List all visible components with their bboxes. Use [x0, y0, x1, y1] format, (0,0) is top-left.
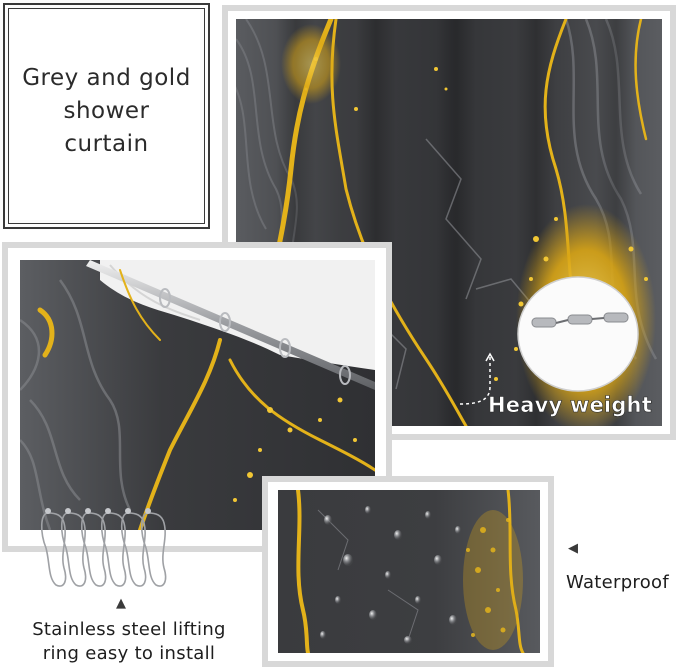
heavy-weight-label: Heavy weight: [488, 393, 652, 418]
rings-caption-line-1: Stainless steel lifting: [32, 619, 226, 640]
title-line-2: shower: [63, 98, 150, 124]
waterproof-label: Waterproof: [566, 572, 670, 593]
triangle-left-icon: ◀: [568, 541, 578, 556]
rings-caption-line-2: ring easy to install: [42, 643, 216, 664]
waterproof-curtain-image: [278, 490, 540, 653]
rings-illustration: [38, 503, 178, 593]
rings-caption: Stainless steel lifting ring easy to ins…: [14, 618, 244, 666]
triangle-up-icon: ▲: [116, 596, 126, 611]
title-line-3: curtain: [64, 131, 149, 157]
title-line-1: Grey and gold: [22, 65, 191, 91]
title-inner-border: [8, 8, 205, 224]
weight-detail-circle: [516, 275, 640, 393]
title-text: Grey and gold shower curtain: [8, 62, 205, 161]
title-box: [3, 3, 210, 229]
weight-pointer-line: [455, 352, 495, 412]
